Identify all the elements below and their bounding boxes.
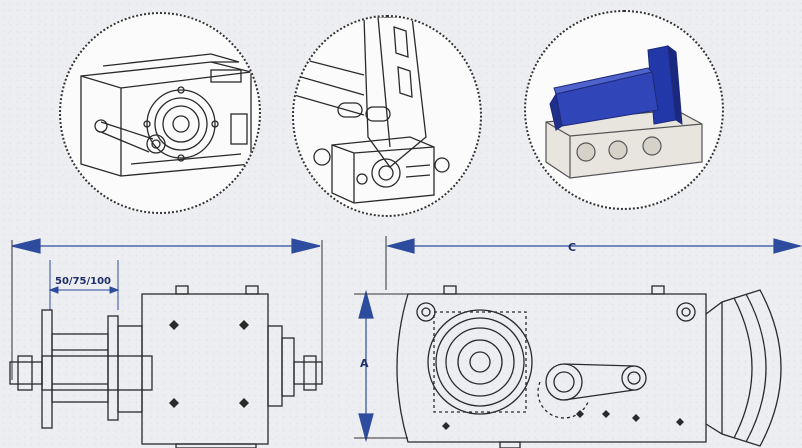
detail-circle-mounted-assembly	[292, 15, 482, 217]
gearbox-detail-drawing	[80, 53, 252, 177]
height-label-a: A	[360, 357, 369, 370]
height-dimension-a	[358, 289, 374, 443]
core-width-dimension	[48, 260, 120, 310]
length-dimension-c	[385, 238, 802, 254]
mounted-assembly-drawing	[294, 17, 450, 204]
winch-top-view	[0, 230, 340, 448]
side-bolt-markers	[442, 410, 684, 430]
winch-side-view-drawing	[354, 236, 802, 448]
overall-width-dimension	[11, 238, 321, 254]
length-label-c: C	[568, 241, 577, 254]
detail-circle-bracket	[524, 10, 724, 210]
winch-side-view	[350, 232, 802, 448]
detail-circle-gearbox	[59, 12, 261, 214]
bracket-detail-drawing	[545, 44, 703, 179]
core-width-label: 50/75/100	[55, 276, 112, 287]
winch-top-view-drawing	[9, 238, 323, 448]
bolt-markers	[169, 320, 249, 408]
